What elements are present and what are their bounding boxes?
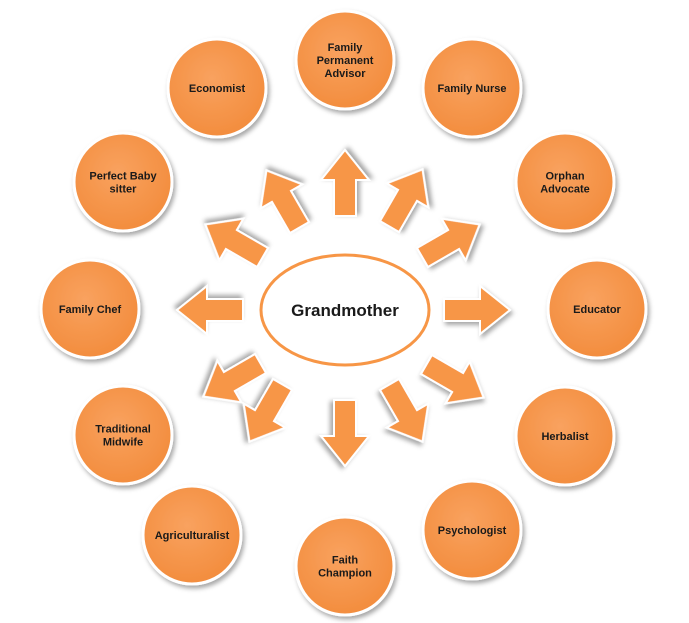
role-circle	[39, 258, 141, 360]
role-node-economist: Economist	[166, 37, 268, 139]
role-circle	[166, 37, 268, 139]
role-label-line: Champion	[318, 568, 372, 580]
role-label-line: Traditional	[95, 424, 151, 436]
arrow-to-family-chef	[175, 283, 244, 337]
arrow-to-traditional-midwife	[202, 352, 268, 404]
role-label-line: Family Chef	[59, 304, 122, 316]
arrow-to-faith-champion	[318, 399, 372, 468]
arrow-to-psychologist	[378, 377, 430, 443]
role-label-line: Orphan	[545, 171, 584, 183]
role-circle	[514, 131, 616, 233]
role-label-line: Family	[328, 42, 364, 54]
role-node-family-nurse: Family Nurse	[421, 37, 523, 139]
role-label-line: Faith	[332, 555, 359, 567]
arrow-to-family-nurse	[378, 168, 430, 234]
role-circle	[294, 9, 396, 111]
role-node-agriculturalist: Agriculturalist	[141, 484, 243, 586]
arrow-to-economist	[259, 169, 311, 235]
role-circle	[421, 37, 523, 139]
arrow-to-herbalist	[419, 353, 485, 405]
role-node-herbalist: Herbalist	[514, 385, 616, 487]
role-label-line: Herbalist	[541, 431, 588, 443]
role-node-family-chef: Family Chef	[39, 258, 141, 360]
role-label-line: Permanent	[317, 55, 374, 67]
role-label-line: Perfect Baby	[89, 171, 157, 183]
center-node: Grandmother	[259, 253, 431, 367]
role-node-psychologist: Psychologist	[421, 479, 523, 581]
role-label-line: Economist	[189, 83, 246, 95]
arrow-to-agriculturalist	[242, 377, 294, 443]
center-label: Grandmother	[291, 301, 399, 320]
arrows-layer	[175, 148, 512, 468]
role-circle	[294, 515, 396, 617]
arrow-to-orphan-advocate	[415, 217, 481, 269]
arrow-to-perfect-baby-sitter	[204, 217, 270, 269]
role-label-line: Family Nurse	[437, 83, 506, 95]
role-label-line: Psychologist	[438, 525, 507, 537]
role-node-educator: Educator	[546, 258, 648, 360]
role-circle	[546, 258, 648, 360]
role-circle	[72, 131, 174, 233]
role-label-line: Educator	[573, 304, 621, 316]
role-label-line: Midwife	[103, 437, 143, 449]
arrow-to-family-permanent-advisor	[318, 148, 372, 217]
role-circle	[421, 479, 523, 581]
role-label-line: Advocate	[540, 184, 590, 196]
arrow-to-educator	[443, 283, 512, 337]
center-ellipse	[259, 253, 431, 367]
role-label-line: sitter	[110, 184, 138, 196]
role-label-line: Agriculturalist	[155, 530, 230, 542]
role-label-line: Advisor	[325, 68, 367, 80]
role-circle	[141, 484, 243, 586]
role-circle	[514, 385, 616, 487]
role-circle	[72, 384, 174, 486]
